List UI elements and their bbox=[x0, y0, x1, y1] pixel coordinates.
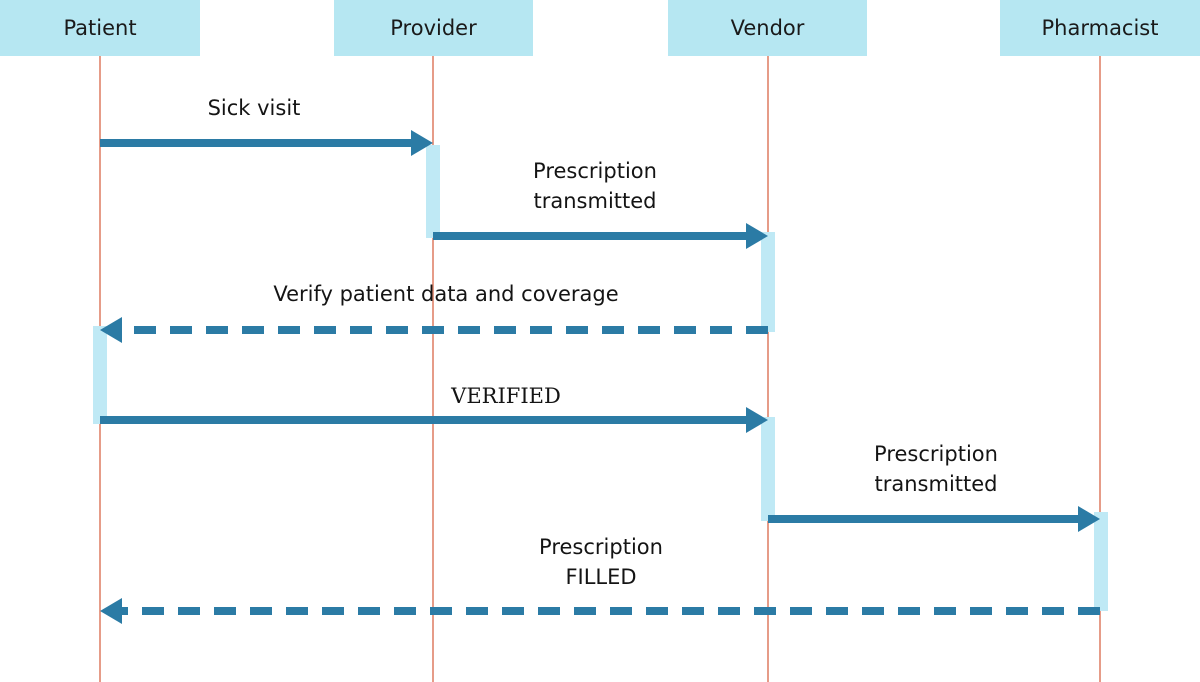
participant-label-provider: Provider bbox=[390, 16, 477, 40]
message-label-m5: Prescription transmitted bbox=[874, 442, 998, 496]
participant-provider[interactable]: Provider bbox=[334, 0, 533, 56]
message-m2 bbox=[433, 223, 768, 249]
activation-bar-patient bbox=[93, 326, 107, 424]
message-label-m3: Verify patient data and coverage bbox=[273, 282, 618, 306]
message-m3 bbox=[100, 317, 768, 343]
message-m4 bbox=[100, 407, 768, 433]
message-arrowhead-m2 bbox=[746, 223, 768, 249]
message-m5 bbox=[768, 506, 1100, 532]
message-label-line: Prescription bbox=[533, 159, 657, 183]
message-arrowhead-m6 bbox=[100, 598, 122, 624]
activation-bar-vendor bbox=[761, 417, 775, 521]
message-label-m4: VERIFIED bbox=[450, 384, 561, 408]
participant-pharmacist[interactable]: Pharmacist bbox=[1000, 0, 1200, 56]
participant-box-provider[interactable] bbox=[334, 0, 533, 56]
message-arrowhead-m3 bbox=[100, 317, 122, 343]
activation-bar-pharmacist bbox=[1094, 512, 1108, 611]
activation-bar-vendor bbox=[761, 232, 775, 332]
participant-vendor[interactable]: Vendor bbox=[668, 0, 867, 56]
message-label-m1: Sick visit bbox=[208, 96, 301, 120]
message-arrowhead-m1 bbox=[411, 130, 433, 156]
activation-bar-provider bbox=[426, 145, 440, 238]
message-label-line: Sick visit bbox=[208, 96, 301, 120]
message-m6 bbox=[100, 598, 1100, 624]
message-label-m2: Prescription transmitted bbox=[533, 159, 657, 213]
message-label-line: transmitted bbox=[875, 472, 998, 496]
message-label-line: transmitted bbox=[534, 189, 657, 213]
participant-patient[interactable]: Patient bbox=[0, 0, 200, 56]
participant-label-pharmacist: Pharmacist bbox=[1042, 16, 1159, 40]
messages-layer bbox=[100, 130, 1100, 624]
message-label-line: Prescription bbox=[874, 442, 998, 466]
participant-box-pharmacist[interactable] bbox=[1000, 0, 1200, 56]
message-label-line: VERIFIED bbox=[450, 384, 561, 408]
participant-box-vendor[interactable] bbox=[668, 0, 867, 56]
message-m1 bbox=[100, 130, 433, 156]
message-label-line: Prescription bbox=[539, 535, 663, 559]
message-arrowhead-m4 bbox=[746, 407, 768, 433]
participant-label-vendor: Vendor bbox=[731, 16, 805, 40]
participant-label-patient: Patient bbox=[63, 16, 136, 40]
message-label-line: Verify patient data and coverage bbox=[273, 282, 618, 306]
participants-layer: Patient Provider Vendor Pharmacist bbox=[0, 0, 1200, 56]
message-arrowhead-m5 bbox=[1078, 506, 1100, 532]
message-label-line: FILLED bbox=[565, 565, 636, 589]
activations-layer bbox=[93, 145, 1108, 611]
participant-box-patient[interactable] bbox=[0, 0, 200, 56]
